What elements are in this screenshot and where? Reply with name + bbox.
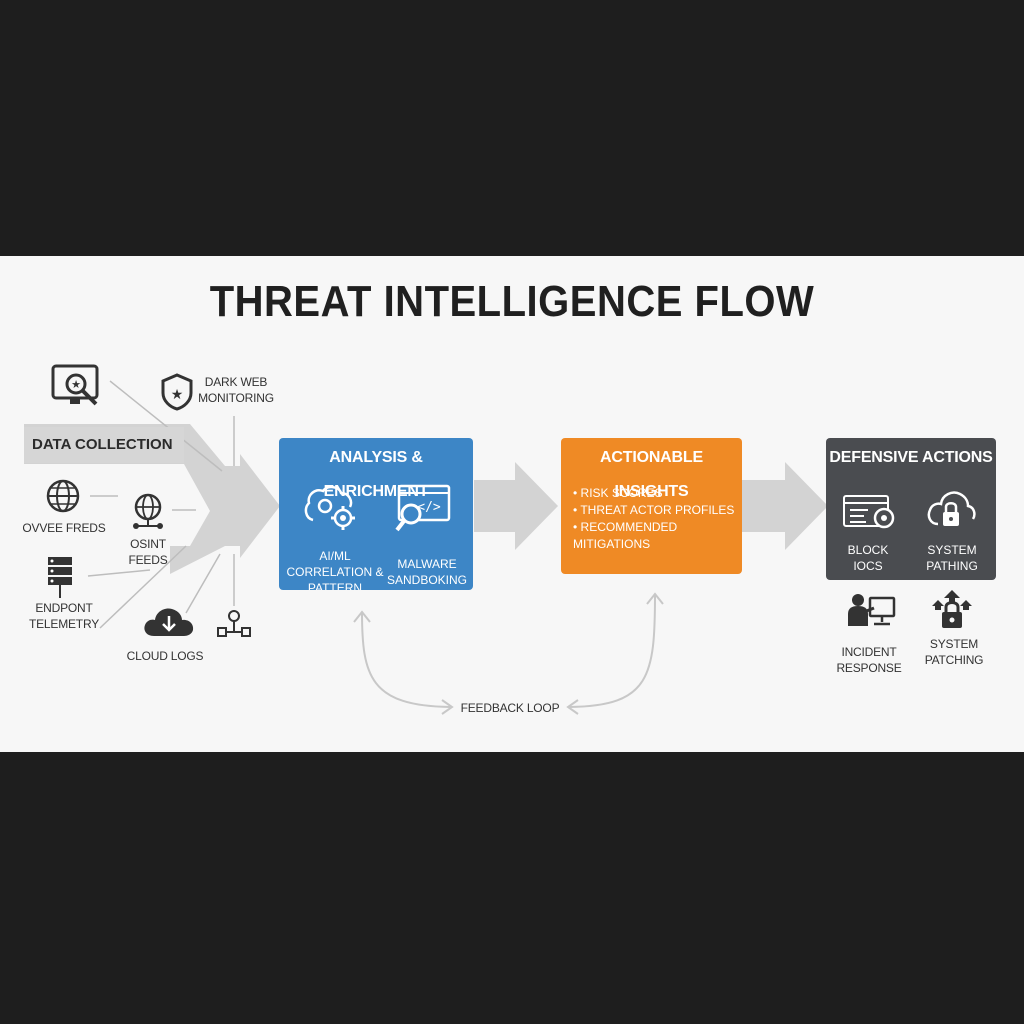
globe-icon [46, 479, 80, 513]
network-node-icon [217, 610, 251, 637]
insight-item: RECOMMENDED MITIGATIONS [573, 519, 742, 553]
svg-text:★: ★ [171, 387, 184, 403]
data-collection-label: DATA COLLECTION [24, 427, 184, 463]
svg-text:★: ★ [71, 378, 81, 391]
cloud-download-icon [144, 608, 194, 636]
arrow-analysis-to-insights [474, 462, 558, 550]
block-gear-icon [843, 495, 895, 529]
actionable-insights-box: ACTIONABLE INSIGHTS RISK SCORES THREAT A… [561, 438, 742, 574]
insight-item: RISK SCORES [573, 485, 742, 502]
incident-response-icon [848, 594, 896, 626]
server-icon [48, 557, 72, 598]
monitor-search-icon: ★ [51, 364, 99, 406]
diagram-panel: THREAT INTELLIGENCE FLOW [0, 256, 1024, 752]
network-globe-icon [133, 493, 163, 529]
diagram-title: THREAT INTELLIGENCE FLOW [209, 278, 815, 326]
feedback-loop-label: FEEDBACK LOOP [460, 701, 560, 715]
ovee-feeds-label: OVVEE FREDS [22, 521, 106, 535]
insight-item: THREAT ACTOR PROFILES [573, 502, 742, 519]
insights-list: RISK SCORES THREAT ACTOR PROFILES RECOMM… [573, 485, 742, 553]
arrow-insights-to-defensive [742, 462, 828, 550]
brain-gear-icon [304, 485, 355, 530]
code-search-icon: </> [395, 484, 451, 532]
cloud-logs-label: CLOUD LOGS [126, 649, 204, 663]
defensive-header: DEFENSIVE ACTIONS [829, 449, 993, 466]
shield-icon: ★ [161, 373, 193, 411]
svg-text:</>: </> [417, 500, 441, 515]
lock-arrows-icon [932, 590, 972, 628]
cloud-lock-icon [927, 491, 976, 526]
